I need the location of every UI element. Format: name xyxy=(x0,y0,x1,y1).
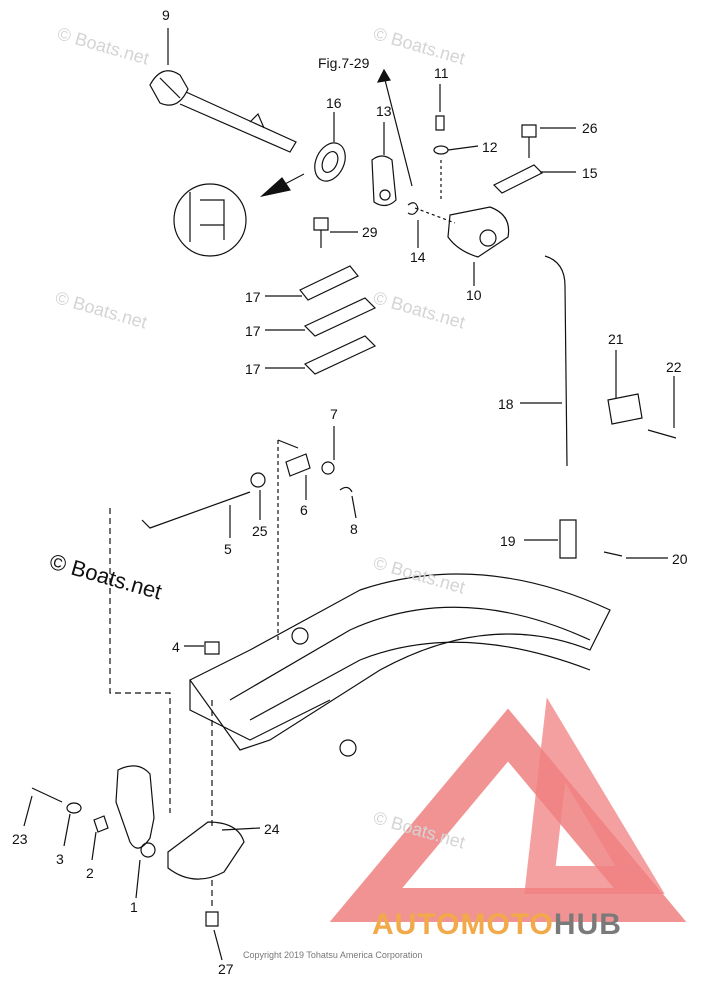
part-7-washer xyxy=(321,461,335,475)
part-20-sleeve xyxy=(559,519,577,559)
part-19-rod xyxy=(544,255,568,467)
part-15-plate xyxy=(492,164,544,194)
part-13 xyxy=(371,122,397,207)
bracket-assembly xyxy=(189,439,611,757)
part-12-washer xyxy=(433,145,449,155)
fig-reference-line xyxy=(383,75,413,187)
part-1-arm xyxy=(115,765,155,849)
copyright-notice: Copyright 2019 Tohatsu America Corporati… xyxy=(243,950,423,960)
part-4-nut xyxy=(204,641,220,655)
automotohub-logo-text[interactable]: AUTOMOTOHUB xyxy=(372,908,622,942)
callout-14: 14 xyxy=(410,249,426,265)
part-26-bolt xyxy=(205,911,219,927)
callout-17-b: 17 xyxy=(245,361,261,377)
callout-11: 11 xyxy=(434,65,449,81)
part-24-bolt xyxy=(31,787,63,803)
callout-15: 15 xyxy=(582,165,598,181)
callout-29: 29 xyxy=(362,224,378,240)
callout-26: 27 xyxy=(218,961,234,977)
part-5-rod xyxy=(141,491,251,529)
callout-25: 24 xyxy=(264,821,280,837)
callout-28: 26 xyxy=(582,120,598,136)
callout-13: 13 xyxy=(376,103,392,119)
part-3-washer xyxy=(66,802,82,814)
callout-5: 5 xyxy=(224,541,232,557)
callout-16: 16 xyxy=(326,95,342,111)
automotohub-logo-mark xyxy=(329,697,687,922)
callout-9: 9 xyxy=(162,7,170,23)
callout-24: 23 xyxy=(12,831,28,847)
callout-8: 8 xyxy=(350,521,358,537)
part-21-pin xyxy=(603,551,623,557)
part-9-shaft xyxy=(149,28,297,153)
callout-10: 10 xyxy=(466,287,482,303)
logo-text-hub: HUB xyxy=(553,908,622,941)
part-14-clip xyxy=(407,202,419,215)
callout-18: 17 xyxy=(245,289,261,305)
logo-text-moto: MOTO xyxy=(460,908,554,941)
callout-22: 21 xyxy=(608,331,624,347)
callout-12: 12 xyxy=(482,139,498,155)
callout-3: 3 xyxy=(56,851,64,867)
callout-1: 1 xyxy=(130,899,138,915)
part-25-plate xyxy=(167,821,245,880)
guide-line-left xyxy=(109,508,171,813)
fig-reference[interactable]: Fig.7-29 xyxy=(318,55,370,71)
callout-19: 18 xyxy=(498,396,514,412)
callout-2: 2 xyxy=(86,865,94,881)
callout-6: 6 xyxy=(300,502,308,518)
part-8-clip xyxy=(339,486,353,493)
callout-20: 19 xyxy=(500,533,516,549)
detail-circle xyxy=(173,173,305,257)
part-28-bolt xyxy=(521,124,576,158)
part-6-collar xyxy=(285,453,311,477)
callout-21: 20 xyxy=(672,551,688,567)
callout-4: 4 xyxy=(172,639,180,655)
part-16-seal xyxy=(314,112,346,182)
part-29-bolt xyxy=(313,217,358,248)
part-11-screw xyxy=(435,84,445,131)
part-27-nut xyxy=(250,472,266,488)
logo-text-auto: AUTO xyxy=(372,908,461,941)
part-22-block xyxy=(607,393,643,425)
part-17-b xyxy=(303,335,377,375)
part-23-screw xyxy=(647,429,677,439)
part-18 xyxy=(299,265,359,301)
part-17-a xyxy=(303,297,377,337)
part-2-bushing xyxy=(93,815,109,833)
part-10-lever xyxy=(414,206,510,286)
callout-17-a: 17 xyxy=(245,323,261,339)
callout-7: 7 xyxy=(330,406,338,422)
callout-23: 22 xyxy=(666,359,682,375)
callout-27: 25 xyxy=(252,523,268,539)
